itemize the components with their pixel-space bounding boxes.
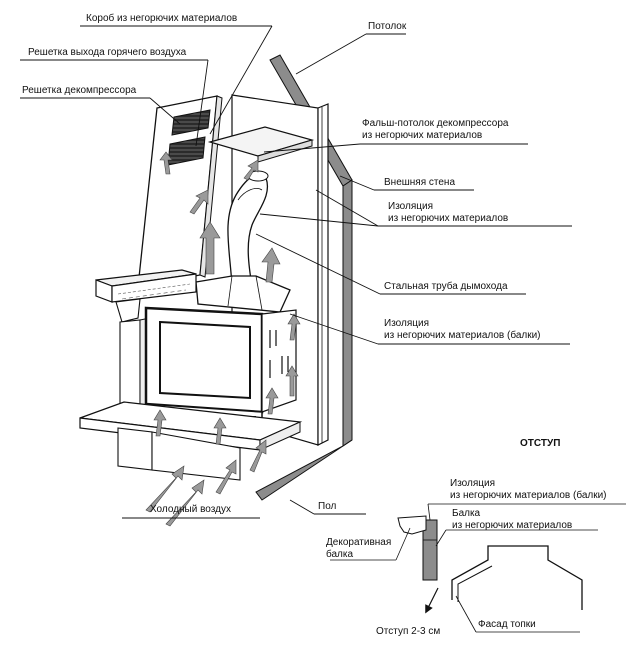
inset-label-decorative-beam-line2: балка xyxy=(326,549,354,560)
label-insulation-beams-line2: из негорючих материалов (балки) xyxy=(384,330,541,341)
warm-air-arrow xyxy=(153,409,167,437)
label-cold-air: Холодный воздух xyxy=(150,504,231,515)
label-steel-pipe: Стальная труба дымохода xyxy=(384,281,508,292)
leader-lines xyxy=(20,25,572,519)
label-insulation-line2: из негорючих материалов xyxy=(388,213,509,224)
label-insulation-beams: Изоляция из негорючих материалов (балки) xyxy=(384,318,541,342)
hearth-base xyxy=(79,401,303,481)
inset-label-beam-line1: Балка xyxy=(452,508,481,519)
label-insulation-beams-line1: Изоляция xyxy=(384,318,429,329)
inset-label-offset: Отступ 2-3 см xyxy=(376,626,441,637)
inset-label-insulation-beams-line2: из негорючих материалов (балки) xyxy=(450,490,607,501)
inset-title: ОТСТУП xyxy=(520,438,561,449)
label-false-ceiling: Фальш-потолок декомпрессора из негорючих… xyxy=(362,118,508,142)
chimney-pipe xyxy=(227,170,269,287)
label-decompressor-grille: Решетка декомпрессора xyxy=(22,85,137,96)
false-ceiling xyxy=(207,126,315,163)
warm-air-arrow xyxy=(243,159,259,181)
label-false-ceiling-line1: Фальш-потолок декомпрессора xyxy=(362,118,509,129)
label-false-ceiling-line2: из негорючих материалов xyxy=(362,130,483,141)
inset-label-insulation-beams-line1: Изоляция xyxy=(450,478,495,489)
offset-inset xyxy=(330,503,626,633)
inset-label-beam-line2: из негорючих материалов xyxy=(452,520,573,531)
inset-label-insulation-beams: Изоляция из негорючих материалов (балки) xyxy=(450,478,607,502)
cold-air-arrow xyxy=(215,459,237,495)
cold-air-arrow xyxy=(165,479,205,527)
mantel-beam xyxy=(95,269,197,323)
label-ceiling: Потолок xyxy=(368,21,407,32)
warm-air-arrow xyxy=(189,189,209,215)
warm-air-arrow xyxy=(261,247,281,283)
warm-air-arrow xyxy=(287,313,301,341)
cold-air-arrow xyxy=(249,439,267,473)
label-floor: Пол xyxy=(318,501,337,512)
warm-air-arrow xyxy=(285,365,299,397)
warm-air-arrow xyxy=(159,151,173,175)
label-outer-wall: Внешняя стена xyxy=(384,177,456,188)
label-insulation-line1: Изоляция xyxy=(388,201,433,212)
warm-air-arrow xyxy=(199,221,221,275)
inset-label-firebox-facade: Фасад топки xyxy=(478,619,536,630)
label-hot-air-grille: Решетка выхода горячего воздуха xyxy=(28,47,187,58)
inset-label-beam: Балка из негорючих материалов xyxy=(452,508,572,532)
label-duct-box: Короб из негорючих материалов xyxy=(86,13,238,24)
warm-air-arrow xyxy=(213,417,227,445)
inset-label-decorative-beam-line1: Декоративная xyxy=(326,537,392,548)
warm-air-arrow xyxy=(265,387,279,415)
label-insulation: Изоляция из негорючих материалов xyxy=(388,201,508,225)
air-flow-arrows xyxy=(145,151,301,527)
cold-air-arrow xyxy=(145,465,185,513)
smoke-hood xyxy=(195,275,291,313)
inset-label-decorative-beam: Декоративная балка xyxy=(326,537,391,561)
